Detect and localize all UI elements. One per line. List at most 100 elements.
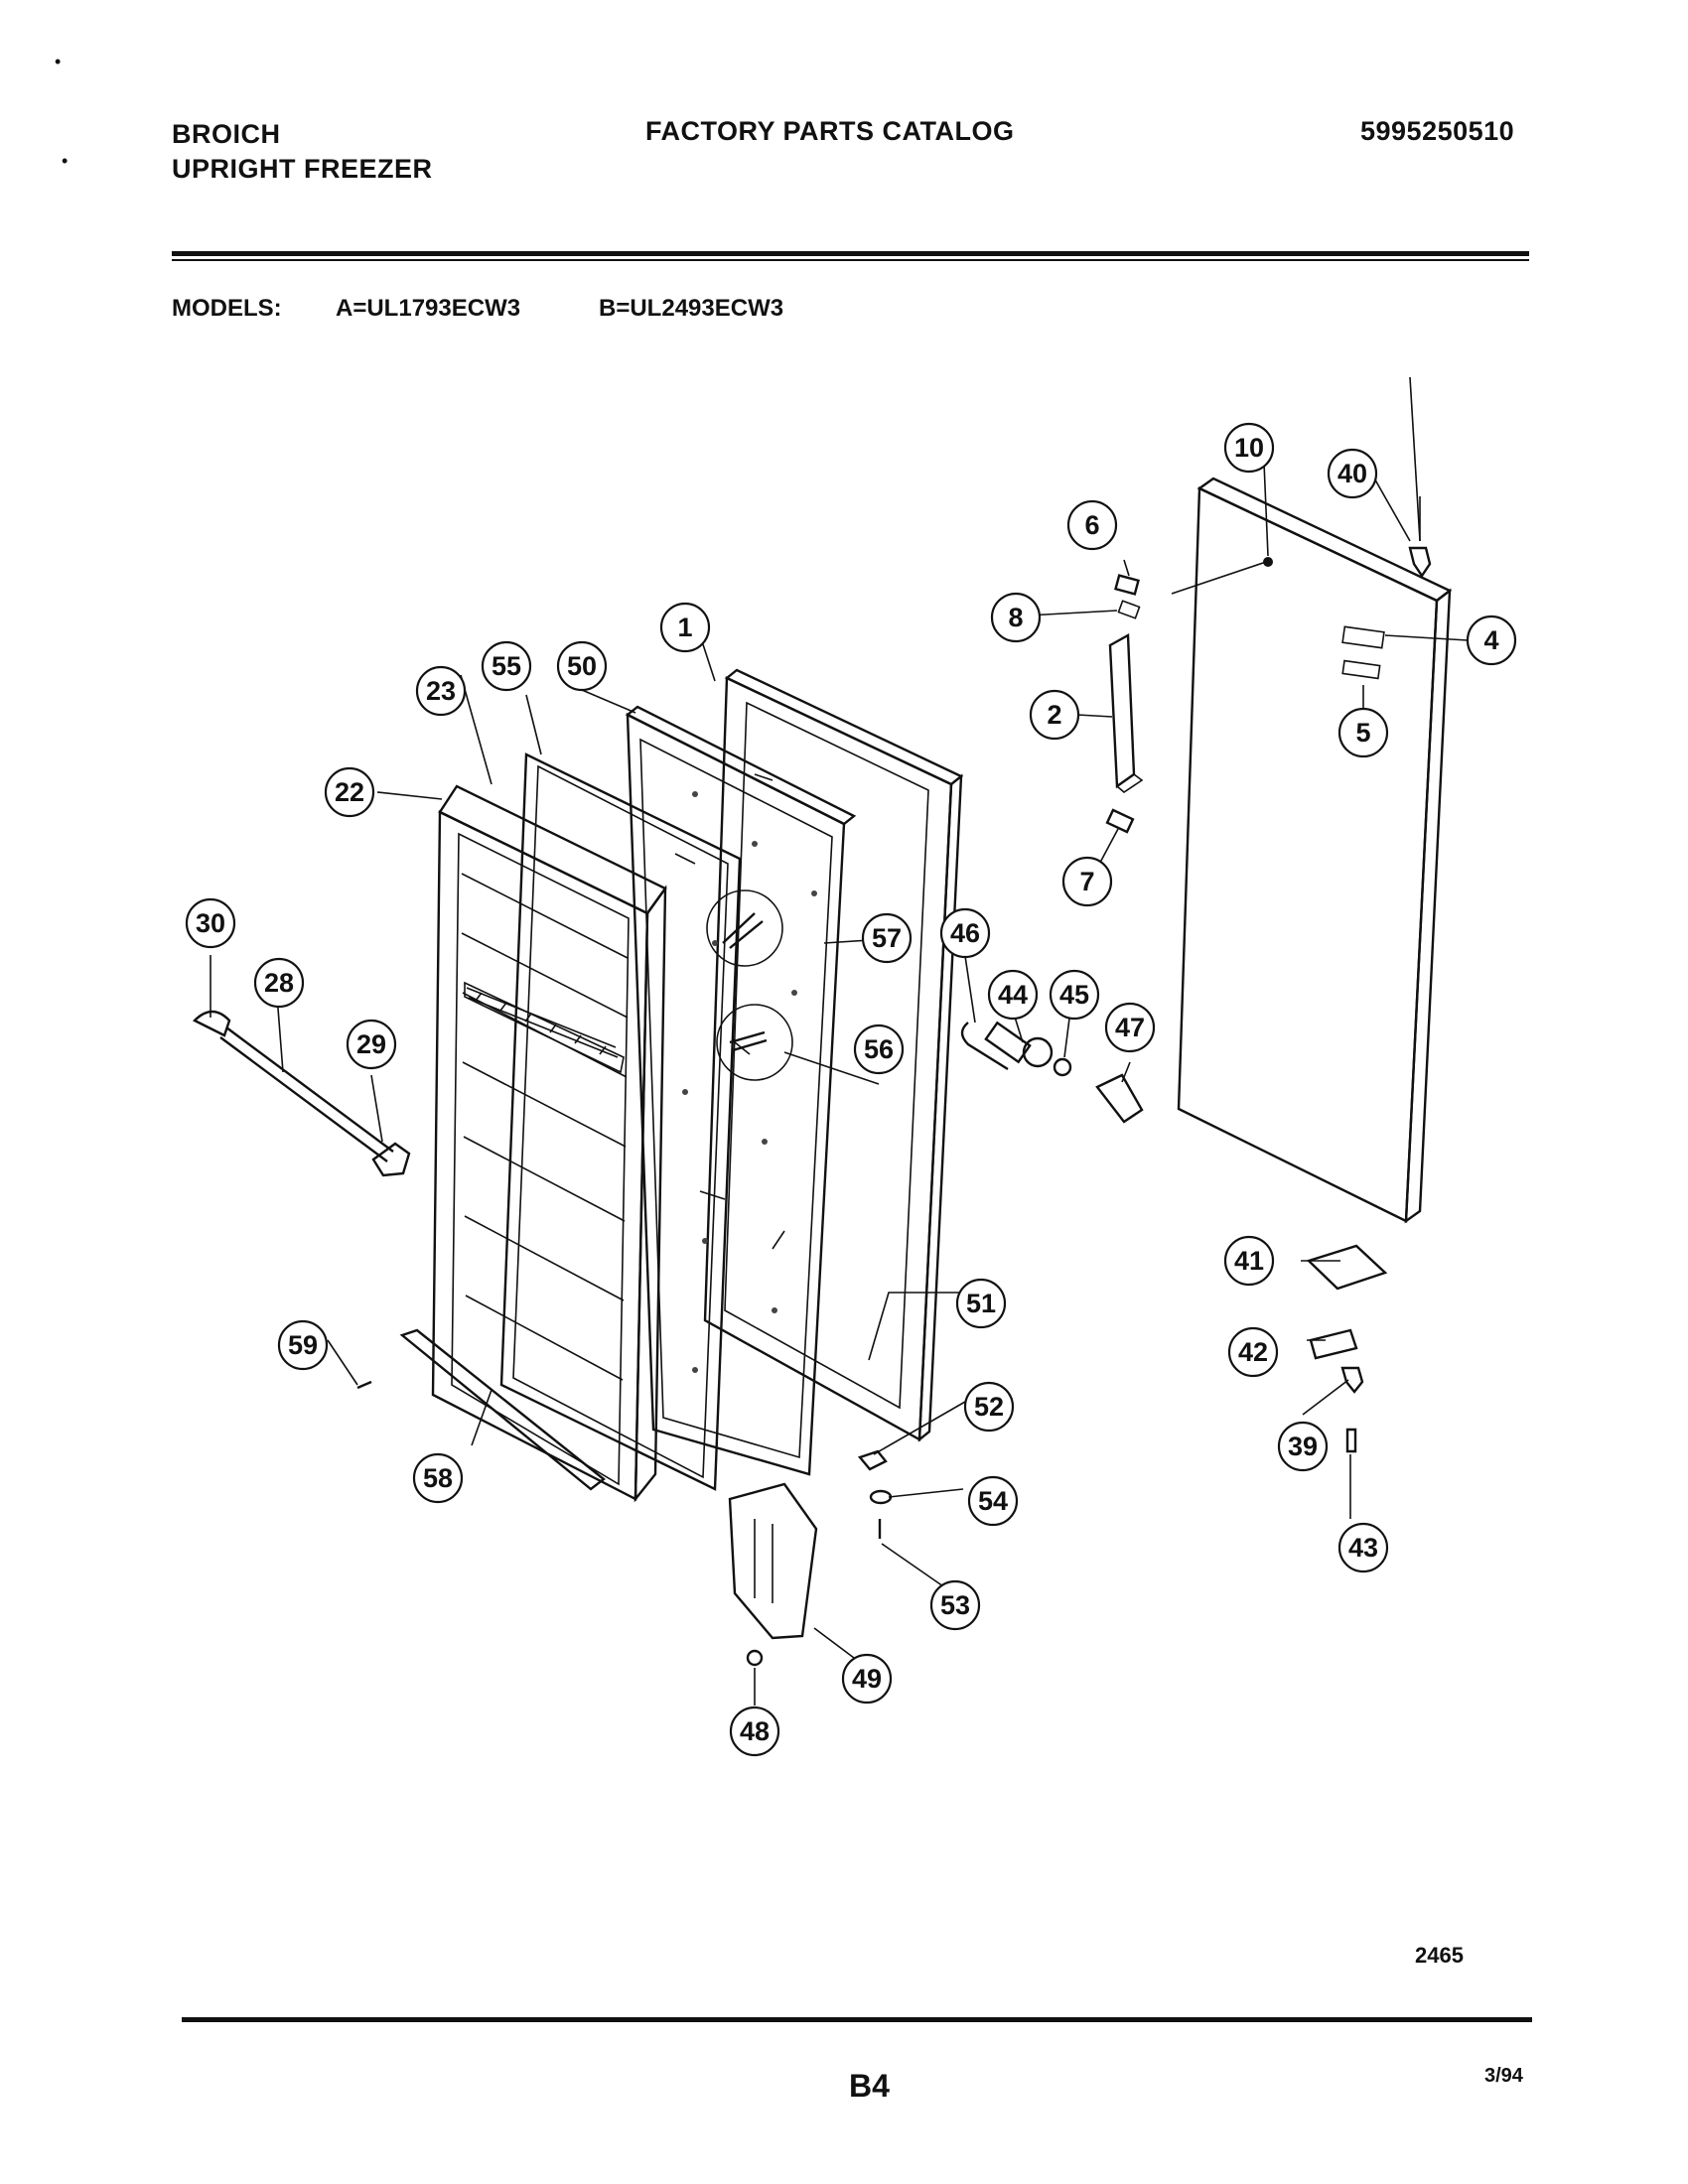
scan-mark: • bbox=[62, 151, 69, 171]
svg-text:23: 23 bbox=[426, 676, 456, 706]
svg-text:6: 6 bbox=[1084, 510, 1099, 540]
svg-text:28: 28 bbox=[264, 968, 294, 998]
revision-date: 3/94 bbox=[1484, 2065, 1523, 2087]
leader-lines bbox=[210, 376, 1469, 1706]
svg-text:1: 1 bbox=[677, 613, 692, 642]
header-rule bbox=[172, 251, 1529, 256]
small-hardware bbox=[356, 1380, 893, 1667]
svg-text:44: 44 bbox=[998, 980, 1028, 1010]
callout-39: 39 bbox=[1277, 1421, 1329, 1472]
callout-43: 43 bbox=[1337, 1522, 1389, 1573]
handle-channel bbox=[1108, 633, 1144, 794]
callout-22: 22 bbox=[324, 766, 375, 818]
svg-text:48: 48 bbox=[740, 1716, 770, 1746]
callout-29: 29 bbox=[346, 1019, 397, 1070]
callout-47: 47 bbox=[1104, 1002, 1156, 1053]
bottom-hinge bbox=[1306, 1244, 1388, 1453]
callout-6: 6 bbox=[1066, 499, 1118, 551]
callout-58: 58 bbox=[412, 1452, 464, 1504]
callout-10: 10 bbox=[1223, 422, 1275, 474]
callout-56: 56 bbox=[853, 1024, 905, 1075]
model-b: B=UL2493ECW3 bbox=[599, 295, 784, 322]
svg-text:55: 55 bbox=[492, 651, 521, 681]
callout-28: 28 bbox=[253, 957, 305, 1009]
svg-text:30: 30 bbox=[196, 908, 225, 938]
svg-text:10: 10 bbox=[1234, 433, 1264, 463]
channel-end-cap bbox=[1105, 808, 1135, 834]
hinge-clip bbox=[1117, 600, 1141, 619]
magnified-screw-57 bbox=[706, 889, 783, 967]
page-number: B4 bbox=[849, 2068, 890, 2104]
callout-55: 55 bbox=[481, 640, 532, 692]
svg-text:50: 50 bbox=[567, 651, 597, 681]
svg-text:46: 46 bbox=[950, 918, 980, 948]
brand-name: BROICH bbox=[172, 119, 281, 149]
svg-text:2: 2 bbox=[1047, 700, 1061, 730]
callout-41: 41 bbox=[1223, 1235, 1275, 1287]
callout-59: 59 bbox=[277, 1319, 329, 1371]
svg-text:5: 5 bbox=[1355, 718, 1370, 748]
door-bottom-trim bbox=[399, 1328, 606, 1491]
svg-text:56: 56 bbox=[864, 1034, 894, 1064]
callout-51: 51 bbox=[955, 1278, 1007, 1329]
svg-text:39: 39 bbox=[1288, 1432, 1318, 1461]
svg-text:47: 47 bbox=[1115, 1013, 1145, 1042]
callout-49: 49 bbox=[841, 1653, 893, 1705]
callout-42: 42 bbox=[1227, 1326, 1279, 1378]
catalog-title: FACTORY PARTS CATALOG bbox=[645, 116, 1015, 146]
callout-5: 5 bbox=[1337, 707, 1389, 758]
svg-text:58: 58 bbox=[423, 1463, 453, 1493]
callout-4: 4 bbox=[1466, 614, 1517, 666]
hinge-cover bbox=[728, 1482, 818, 1640]
callout-48: 48 bbox=[729, 1706, 780, 1757]
callout-44: 44 bbox=[987, 969, 1039, 1021]
svg-text:53: 53 bbox=[940, 1590, 970, 1620]
svg-text:57: 57 bbox=[872, 923, 902, 953]
svg-text:7: 7 bbox=[1079, 867, 1094, 896]
callout-30: 30 bbox=[185, 897, 236, 949]
drawing-number: 2465 bbox=[1415, 1943, 1464, 1968]
svg-text:45: 45 bbox=[1059, 980, 1089, 1010]
models-label: MODELS: bbox=[172, 295, 282, 322]
outer-door-panel bbox=[1177, 477, 1453, 1224]
door-liner-frame bbox=[703, 668, 964, 1442]
svg-text:4: 4 bbox=[1483, 625, 1498, 655]
hinge-cap-top bbox=[1114, 574, 1140, 596]
callout-46: 46 bbox=[939, 907, 991, 959]
svg-text:54: 54 bbox=[978, 1486, 1008, 1516]
callout-2: 2 bbox=[1029, 689, 1080, 741]
callout-53: 53 bbox=[929, 1579, 981, 1631]
svg-text:49: 49 bbox=[852, 1664, 882, 1694]
callout-45: 45 bbox=[1049, 969, 1100, 1021]
callout-1: 1 bbox=[659, 602, 711, 653]
svg-text:22: 22 bbox=[335, 777, 364, 807]
svg-text:52: 52 bbox=[974, 1392, 1004, 1422]
catalog-number: 5995250510 bbox=[1360, 116, 1515, 146]
svg-text:40: 40 bbox=[1337, 459, 1367, 488]
callout-54: 54 bbox=[967, 1475, 1019, 1527]
svg-text:8: 8 bbox=[1008, 603, 1023, 632]
lock-assembly bbox=[960, 1021, 1144, 1124]
model-a: A=UL1793ECW3 bbox=[336, 295, 521, 322]
callout-50: 50 bbox=[556, 640, 608, 692]
callout-52: 52 bbox=[963, 1381, 1015, 1433]
callout-7: 7 bbox=[1061, 856, 1113, 907]
callout-8: 8 bbox=[990, 592, 1042, 643]
callout-23: 23 bbox=[415, 665, 467, 717]
door-handle-bar bbox=[192, 1010, 411, 1177]
door-gasket bbox=[499, 752, 742, 1491]
svg-text:59: 59 bbox=[288, 1330, 318, 1360]
product-name: UPRIGHT FREEZER bbox=[172, 154, 433, 184]
svg-text:42: 42 bbox=[1238, 1337, 1268, 1367]
magnified-screw-56 bbox=[716, 1004, 793, 1081]
svg-text:43: 43 bbox=[1348, 1533, 1378, 1563]
svg-text:29: 29 bbox=[356, 1029, 386, 1059]
scan-mark: • bbox=[55, 52, 62, 71]
callout-57: 57 bbox=[861, 912, 913, 964]
svg-text:41: 41 bbox=[1234, 1246, 1264, 1276]
footer-rule bbox=[182, 2017, 1532, 2022]
header-rule-thin bbox=[172, 259, 1529, 261]
callout-40: 40 bbox=[1327, 448, 1378, 499]
svg-text:51: 51 bbox=[966, 1289, 996, 1318]
